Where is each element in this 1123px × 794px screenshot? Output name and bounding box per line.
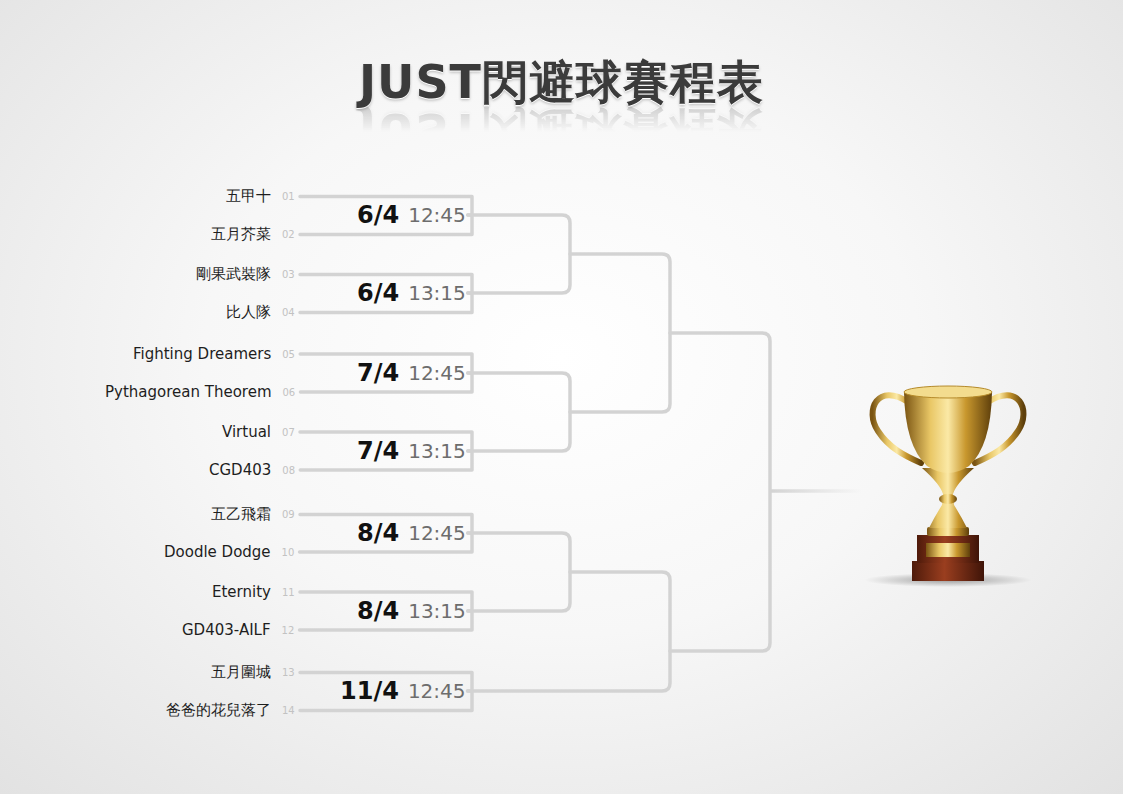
trophy-plate bbox=[926, 543, 970, 557]
match-slot: 6/4 13:15 bbox=[357, 279, 468, 307]
match-date: 11/4 bbox=[340, 679, 399, 703]
team-name: Doodle Dodge bbox=[164, 543, 271, 561]
trophy-stem bbox=[922, 468, 974, 528]
seed-number: 12 bbox=[282, 625, 298, 636]
trophy-base bbox=[917, 535, 979, 563]
team-entry: 五甲十 01 bbox=[226, 186, 298, 207]
trophy-base bbox=[912, 561, 984, 581]
match-time: 12:45 bbox=[408, 681, 466, 701]
match-time: 13:15 bbox=[408, 441, 466, 461]
team-name: 比人隊 bbox=[226, 303, 271, 322]
match-date: 7/4 bbox=[357, 439, 399, 463]
seed-number: 07 bbox=[282, 427, 298, 438]
team-entry: 比人隊 04 bbox=[226, 302, 298, 323]
team-entry: GD403-AILF 12 bbox=[182, 620, 298, 640]
team-name: Eternity bbox=[212, 583, 271, 601]
seed-number: 14 bbox=[282, 705, 298, 716]
seed-number: 08 bbox=[282, 465, 298, 476]
seed-number: 09 bbox=[282, 509, 298, 520]
team-name: 五月芥菜 bbox=[211, 225, 271, 244]
team-name: CGD403 bbox=[209, 461, 271, 479]
bracket-lines bbox=[472, 215, 770, 691]
match-slot: 8/4 12:45 bbox=[357, 519, 468, 547]
team-entry: Virtual 07 bbox=[222, 422, 298, 442]
trophy-rim bbox=[904, 386, 992, 398]
team-name: 五甲十 bbox=[226, 187, 271, 206]
bracket-line bbox=[472, 215, 570, 293]
trophy-illustration bbox=[864, 386, 1032, 587]
seed-number: 10 bbox=[282, 547, 298, 558]
match-date: 7/4 bbox=[357, 361, 399, 385]
seed-number: 05 bbox=[282, 349, 298, 360]
match-time: 12:45 bbox=[408, 363, 466, 383]
seed-number: 01 bbox=[282, 191, 298, 202]
seed-number: 02 bbox=[282, 229, 298, 240]
bracket-line bbox=[472, 533, 570, 611]
match-slot: 11/4 12:45 bbox=[340, 677, 468, 705]
match-date: 8/4 bbox=[357, 599, 399, 623]
match-time: 13:15 bbox=[408, 283, 466, 303]
team-entry: 剛果武裝隊 03 bbox=[196, 264, 298, 285]
team-entry: 五月圍城 13 bbox=[211, 662, 298, 683]
team-name: GD403-AILF bbox=[182, 621, 271, 639]
team-name: Virtual bbox=[222, 423, 271, 441]
team-entry: Fighting Dreamers 05 bbox=[133, 344, 298, 364]
seed-number: 13 bbox=[282, 667, 298, 678]
match-time: 12:45 bbox=[408, 205, 466, 225]
team-entry: Eternity 11 bbox=[212, 582, 298, 602]
team-name: 爸爸的花兒落了 bbox=[166, 701, 271, 720]
team-name: Fighting Dreamers bbox=[133, 345, 271, 363]
match-time: 13:15 bbox=[408, 601, 466, 621]
team-entry: 爸爸的花兒落了 14 bbox=[166, 700, 298, 721]
team-entry: CGD403 08 bbox=[209, 460, 298, 480]
seed-number: 06 bbox=[283, 387, 299, 398]
team-entry: Doodle Dodge 10 bbox=[164, 542, 298, 562]
bracket-line bbox=[570, 254, 670, 412]
trophy-foot bbox=[927, 527, 969, 536]
seed-number: 11 bbox=[282, 587, 298, 598]
team-name: Pythagorean Theorem bbox=[105, 383, 272, 401]
match-slot: 8/4 13:15 bbox=[357, 597, 468, 625]
page-title: JUST閃避球賽程表 bbox=[0, 52, 1123, 114]
bracket-line bbox=[472, 572, 670, 691]
team-name: 五乙飛霜 bbox=[211, 505, 271, 524]
team-name: 五月圍城 bbox=[211, 663, 271, 682]
match-time: 12:45 bbox=[408, 523, 466, 543]
seed-number: 03 bbox=[282, 269, 298, 280]
match-date: 6/4 bbox=[357, 281, 399, 305]
match-slot: 7/4 13:15 bbox=[357, 437, 468, 465]
team-entry: Pythagorean Theorem 06 bbox=[105, 382, 299, 402]
bracket-line bbox=[472, 373, 570, 451]
match-date: 8/4 bbox=[357, 521, 399, 545]
match-date: 6/4 bbox=[357, 203, 399, 227]
team-entry: 五月芥菜 02 bbox=[211, 224, 298, 245]
trophy-knob bbox=[939, 494, 957, 504]
team-entry: 五乙飛霜 09 bbox=[211, 504, 298, 525]
match-slot: 6/4 12:45 bbox=[357, 201, 468, 229]
match-slot: 7/4 12:45 bbox=[357, 359, 468, 387]
seed-number: 04 bbox=[282, 307, 298, 318]
trophy-bowl bbox=[904, 392, 992, 473]
team-name: 剛果武裝隊 bbox=[196, 265, 271, 284]
final-line bbox=[770, 489, 862, 493]
bracket-line bbox=[670, 333, 770, 651]
